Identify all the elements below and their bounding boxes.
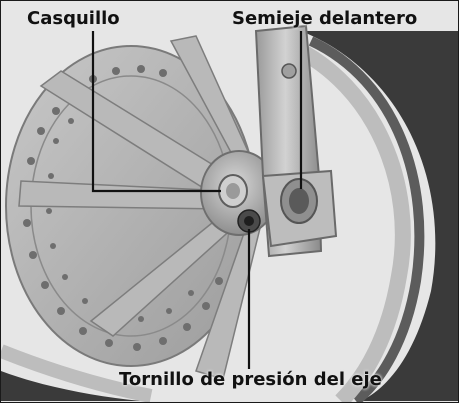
fork-leg — [254, 24, 338, 258]
leader-line-bushing — [91, 31, 221, 193]
callout-axle-holder: Semieje delantero — [232, 8, 418, 29]
tire — [1, 31, 458, 402]
callout-bushing: Casquillo — [27, 8, 120, 29]
wheel-spokes — [18, 35, 264, 380]
pinch-bolt-part — [237, 209, 261, 233]
leader-lines — [91, 31, 303, 369]
callout-pinch-bolt: Tornillo de presión del eje — [119, 369, 382, 390]
rim — [1, 38, 411, 402]
